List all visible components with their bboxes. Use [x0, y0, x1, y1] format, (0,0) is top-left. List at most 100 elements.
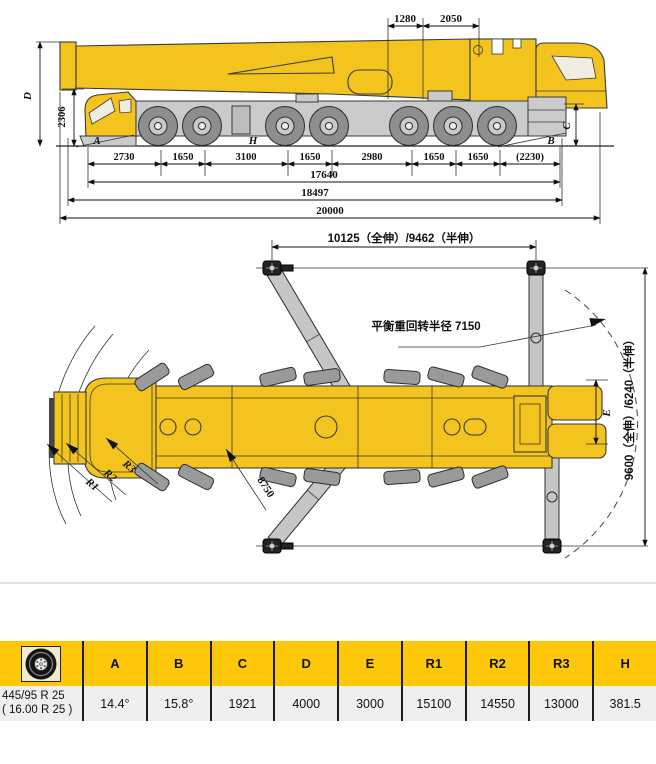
wheel-plan — [383, 369, 421, 385]
deck-circle — [443, 418, 461, 436]
leader-arrow — [589, 318, 606, 327]
counterweight-block — [547, 385, 603, 421]
leader-line-r2 — [65, 442, 127, 496]
spec-table: 445/95 R 25 ( 16.00 R 25 ) A 14.4° B 15.… — [0, 641, 656, 721]
col-value: 15.8° — [147, 686, 210, 721]
col-header: R1 — [402, 641, 465, 686]
deck-circle — [159, 418, 177, 436]
table-col-tire: 445/95 R 25 ( 16.00 R 25 ) — [0, 641, 82, 721]
outrigger-pad — [542, 538, 562, 554]
tire-size-cell: 445/95 R 25 ( 16.00 R 25 ) — [0, 686, 82, 721]
axle-dim: 1650 — [468, 152, 489, 163]
beam-pivot — [530, 332, 542, 344]
tire-size-line1: 445/95 R 25 — [2, 689, 65, 702]
counterweight-stack — [527, 96, 567, 137]
operator-cab-window — [551, 55, 597, 81]
wheel — [138, 106, 178, 146]
col-value: 13000 — [530, 686, 593, 721]
dim-label-20000: 20000 — [316, 205, 344, 217]
axle-dim: 2980 — [362, 152, 383, 163]
boom-bracket — [227, 56, 335, 75]
boom-nose — [59, 41, 77, 91]
table-col-h: H 381.5 — [592, 641, 656, 721]
deck-circle — [184, 418, 202, 436]
table-col-d: D 4000 — [273, 641, 338, 721]
tire-size-line2: ( 16.00 R 25 ) — [2, 703, 73, 716]
front-rig-cap — [49, 398, 54, 458]
leader-arrow — [226, 449, 237, 462]
table-col-e: E 3000 — [337, 641, 401, 721]
dim-label-outrigger-span: 10125（全伸）/9462（半伸） — [328, 231, 481, 245]
axle-dim: 2730 — [114, 152, 135, 163]
wheel-plan — [134, 362, 170, 392]
deck-stadium — [463, 418, 487, 436]
tire-icon — [21, 645, 61, 682]
counterweight-radius-label: 平衡重回转半径 7150 — [371, 319, 480, 333]
plan-view: 10125（全伸）/9462（半伸） 9600（全伸）/6240（半伸） E 平… — [46, 231, 648, 559]
wheel-plan — [427, 466, 465, 488]
beam-joint — [306, 489, 320, 501]
label-b: B — [546, 135, 554, 147]
table-col-a: A 14.4° — [82, 641, 146, 721]
dim-label-2050: 2050 — [440, 13, 463, 25]
wheel-plan — [471, 465, 509, 489]
outrigger-pad — [262, 260, 294, 276]
wheel — [265, 106, 305, 146]
wheel-plan — [383, 469, 421, 485]
axle-dimension-row: 2730 1650 3100 1650 2980 1650 1650 (2230… — [87, 152, 561, 167]
col-header: R3 — [530, 641, 593, 686]
outrigger-pad — [526, 260, 546, 276]
deck-box — [295, 93, 319, 103]
counterweight-swing-arc — [564, 289, 638, 559]
cab-plan-inner — [89, 383, 153, 473]
table-col-r2: R2 14550 — [464, 641, 529, 721]
door-window — [118, 98, 132, 114]
wheel — [309, 106, 349, 146]
dim-label-outrigger-base: 9600（全伸）/6240（半伸） — [622, 334, 636, 480]
col-value: 381.5 — [594, 686, 656, 721]
leader-arrow — [47, 444, 60, 456]
wheel-plan — [259, 466, 297, 488]
table-col-r3: R3 13000 — [528, 641, 593, 721]
departure-angle-line — [497, 132, 567, 148]
label-a: A — [92, 135, 100, 147]
counterweight-block — [547, 423, 607, 459]
dim-label-1280: 1280 — [394, 13, 417, 25]
approach-angle-line — [75, 134, 135, 148]
axle-dim: 3100 — [236, 152, 257, 163]
col-header: C — [211, 641, 274, 686]
cab-plan — [83, 377, 157, 479]
beam-pivot — [546, 491, 558, 503]
dim-label-18497: 18497 — [301, 187, 329, 199]
col-value: 14550 — [466, 686, 529, 721]
wheel-plan — [177, 463, 215, 491]
boom-cylinder — [347, 69, 393, 95]
wheel-plan — [471, 365, 509, 389]
wheel-plan — [427, 366, 465, 388]
leader-line-r1 — [46, 443, 113, 503]
wheels-side — [138, 106, 517, 146]
wheel — [389, 106, 429, 146]
side-view: D 2306 1280 2050 C A H B — [22, 13, 614, 224]
tire-header-cell — [0, 641, 82, 686]
leader-arrow — [66, 443, 79, 455]
leader-line — [479, 324, 597, 348]
wheel — [477, 106, 517, 146]
wheel — [433, 106, 473, 146]
table-col-r1: R1 15100 — [400, 641, 465, 721]
label-c: C — [561, 122, 573, 130]
col-header: D — [275, 641, 338, 686]
col-header: B — [147, 641, 210, 686]
col-value: 4000 — [275, 686, 338, 721]
col-header: R2 — [466, 641, 529, 686]
label-e: E — [601, 409, 613, 417]
dim-label-d: D — [22, 92, 34, 101]
boom-notch — [491, 38, 504, 55]
wheel-plan — [259, 366, 297, 388]
table-col-c: C 1921 — [209, 641, 274, 721]
wheel-plan — [134, 462, 170, 492]
outrigger-pad — [262, 538, 294, 554]
boom-pulley — [473, 45, 483, 55]
hoist-plan — [513, 395, 547, 453]
